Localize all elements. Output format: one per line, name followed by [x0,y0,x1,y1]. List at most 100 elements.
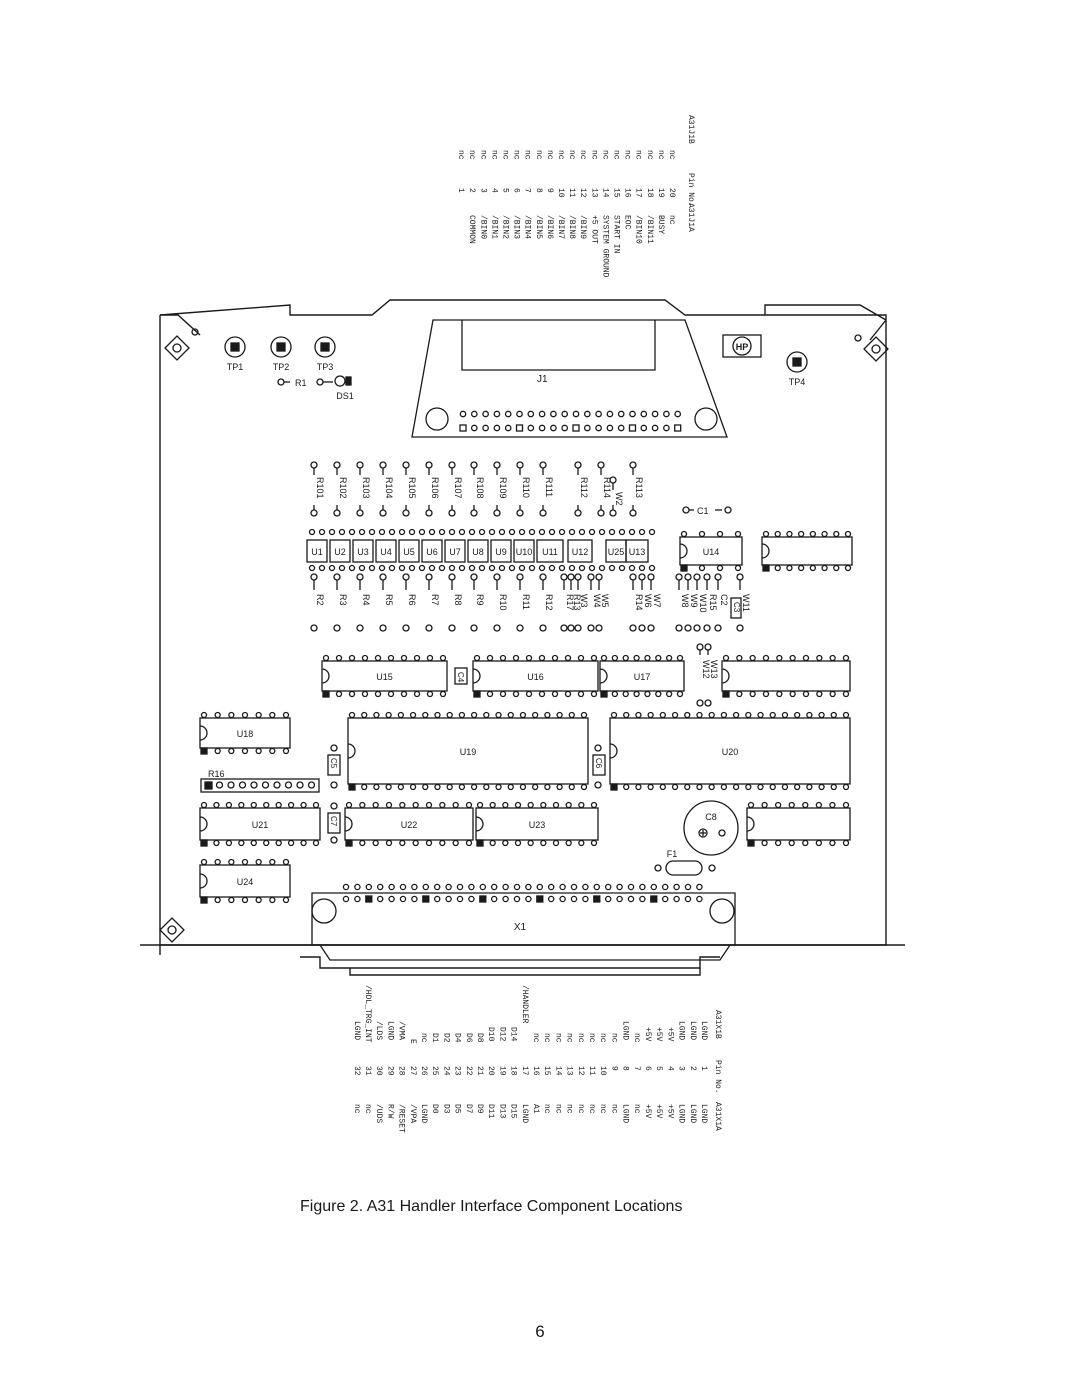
j1-table-cell: nc [600,150,609,160]
j1-pin-square [515,424,524,432]
x1-table-cell: 7 [632,1066,641,1071]
ic-label: U24 [237,877,254,887]
ic-pin [508,564,516,572]
ic-pin [468,564,476,572]
resistor-pad [470,461,478,469]
resistor-label: R9 [475,594,485,606]
ic-pin [385,711,392,719]
resistor-label: R3 [338,594,348,606]
r16-pin [215,781,224,789]
j1-pin [550,424,557,432]
j1-table-cell: 4 [489,188,498,193]
ic-pin [473,654,481,662]
ds1-body [345,376,352,386]
ic-pin [580,711,588,719]
ic-pin [844,564,852,572]
ic-pin [540,839,547,847]
j1-label: J1 [537,374,548,385]
j1-pin [516,410,523,418]
j1-table-cell: EOC [623,215,632,230]
j1-pin [527,410,535,418]
resistor-pad [629,461,637,469]
j1-table-cell: nc [667,215,676,225]
x1-table-cell: 27 [408,1066,417,1076]
logo-text: HP [736,342,749,352]
ic-pin [287,801,295,809]
j1-pin [561,410,569,418]
ic-pin [498,528,506,536]
j1-pin [527,424,535,432]
ic-notch [475,816,484,832]
ic-pin [452,839,459,847]
ic-pin [275,839,282,847]
ic-pin [611,654,619,662]
x1-table-cell: LGND [621,1104,630,1123]
j1-table-cell: nc [512,150,521,160]
ic-pin [439,839,446,847]
c3-box [730,597,742,619]
x1-pin [490,895,498,903]
resistor-pad [425,509,433,517]
resistor-pad [448,573,456,581]
resistor-pad [587,624,595,632]
j1-table-cell: nc [667,150,676,160]
resistor-pad [493,624,501,632]
j1-table-cell: 18 [645,188,654,198]
x1-table-cell: D4 [453,1033,462,1043]
r1-pad [316,378,324,386]
x1-pin [445,895,452,903]
ic-pin [551,654,559,662]
ic-pin [318,564,326,572]
x1-table-cell: D6 [464,1033,473,1043]
x1-pin [593,883,601,891]
x1-pin [536,883,544,891]
resistor-label: W11 [741,594,751,612]
resistor-pad [567,624,575,632]
resistor-label: R102 [338,477,348,499]
ic-pin [809,564,817,572]
resistor-label: R108 [475,477,485,499]
test-point-label: TP3 [317,362,334,372]
x1-table-cell: nc [352,1104,361,1114]
ic-pin [470,711,478,719]
x1-pin [559,895,566,903]
ic-pin [378,528,386,536]
ic-pin [622,654,629,662]
ic-pin [788,801,795,809]
resistor-pad [609,509,617,517]
j1-table-cell: 17 [634,188,643,198]
ic-label: U18 [237,729,254,739]
ic-notch [199,816,208,832]
r16-pin1 [204,781,213,790]
r16-pin [227,781,235,789]
ic-pin-square [600,690,608,698]
j1-table-cell: nc [634,150,643,160]
ic-pin [502,801,509,809]
ic-pin [338,528,346,536]
j1-table-cell: /BIN3 [512,215,521,239]
x1-table-cell: 2 [688,1066,697,1071]
ic-chip [444,539,466,563]
resistor-pad [425,461,433,469]
ic-pin [842,839,850,847]
ic-pin-square [762,564,770,572]
ic-pin [512,690,520,698]
x1-table-cell: nc [587,1033,596,1043]
ic-pin [556,783,563,791]
corner-right [869,319,887,341]
ic-notch [746,816,755,832]
resistor-pad [402,509,410,517]
ic-pin [335,654,343,662]
ic-label: U19 [460,747,477,757]
ic-pin [829,690,836,698]
resistor-label: W4 [592,594,602,608]
ic-pin [398,564,406,572]
ic-pin [588,564,596,572]
ic-pin [378,564,386,572]
ic-pin [696,783,703,791]
resistor-label: R107 [453,477,463,499]
ic-label: U1 [311,547,323,557]
ic-pin [372,801,379,809]
resistor-label: R12 [544,594,554,611]
resistor-label: R4 [361,594,371,606]
